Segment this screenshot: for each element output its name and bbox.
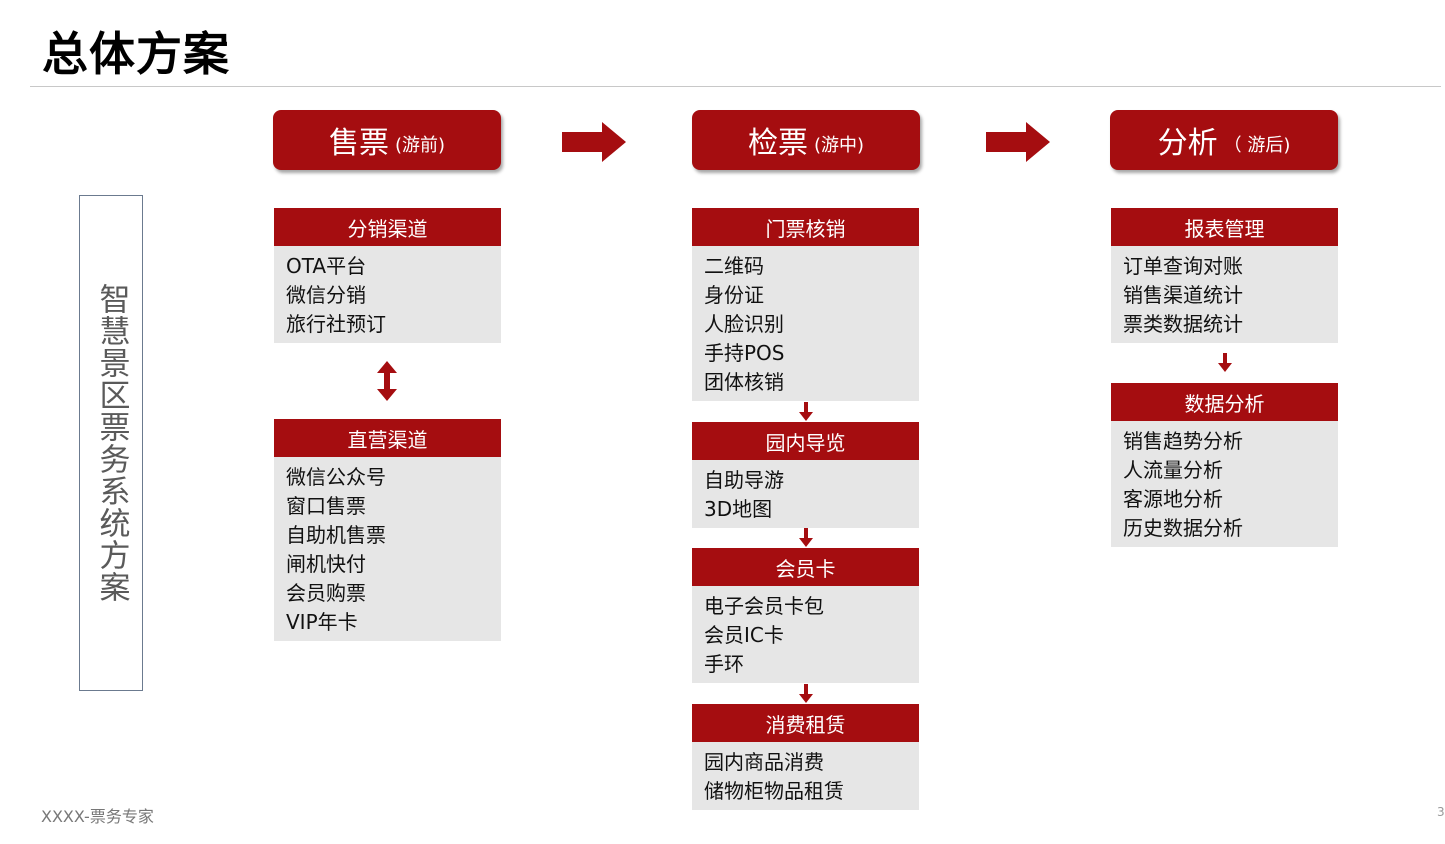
list-item: 销售趋势分析 bbox=[1123, 429, 1243, 453]
list-item: 储物柜物品租赁 bbox=[704, 779, 844, 803]
list-item: 团体核销 bbox=[704, 370, 784, 394]
list-item: 旅行社预订 bbox=[286, 312, 386, 336]
list-item: 人脸识别 bbox=[704, 312, 784, 336]
list-item: 窗口售票 bbox=[286, 494, 366, 518]
stage-checkin-title: 检票 bbox=[747, 126, 808, 161]
card-park-guide: 园内导览 自助导游 3D地图 bbox=[692, 422, 919, 528]
list-item: 自助导游 bbox=[704, 468, 784, 492]
card-distribution-channels: 分销渠道 OTA平台 微信分销 旅行社预订 bbox=[274, 208, 501, 343]
right-arrow-icon bbox=[986, 122, 1050, 162]
stage-checkin: 检票 (游中) bbox=[692, 110, 920, 170]
list-item: VIP年卡 bbox=[286, 610, 358, 634]
footer-text: XXXX-票务专家 bbox=[41, 807, 154, 826]
list-item: 3D地图 bbox=[704, 497, 773, 521]
list-item: 手环 bbox=[704, 652, 744, 676]
list-item: 二维码 bbox=[704, 254, 764, 278]
list-item: 园内商品消费 bbox=[704, 750, 824, 774]
stage-presale-title: 售票 bbox=[328, 126, 389, 161]
card-header: 报表管理 bbox=[1111, 208, 1338, 246]
list-item: OTA平台 bbox=[286, 254, 367, 278]
stage-analysis-sub: （ 游后) bbox=[1223, 135, 1291, 156]
card-header: 直营渠道 bbox=[274, 419, 501, 457]
stage-analysis: 分析 （ 游后) bbox=[1110, 110, 1338, 170]
down-arrow-icon bbox=[799, 684, 813, 703]
page-number: 3 bbox=[1437, 805, 1445, 819]
list-item: 身份证 bbox=[704, 283, 764, 307]
stage-checkin-sub: (游中) bbox=[813, 135, 865, 156]
page-title: 总体方案 bbox=[42, 27, 230, 81]
down-arrow-icon bbox=[799, 402, 813, 421]
list-item: 订单查询对账 bbox=[1123, 254, 1243, 278]
stage-analysis-title: 分析 bbox=[1157, 126, 1218, 161]
side-label: 智慧景区票务系统方案 bbox=[93, 283, 130, 603]
card-header: 分销渠道 bbox=[274, 208, 501, 246]
card-membership: 会员卡 电子会员卡包 会员IC卡 手环 bbox=[692, 548, 919, 683]
card-direct-channels: 直营渠道 微信公众号 窗口售票 自助机售票 闸机快付 会员购票 VIP年卡 bbox=[274, 419, 501, 641]
card-header: 消费租赁 bbox=[692, 704, 919, 742]
card-header: 会员卡 bbox=[692, 548, 919, 586]
list-item: 微信分销 bbox=[286, 283, 366, 307]
list-item: 自助机售票 bbox=[286, 523, 386, 547]
right-arrow-icon bbox=[562, 122, 626, 162]
double-arrow-icon bbox=[377, 361, 397, 401]
list-item: 客源地分析 bbox=[1123, 487, 1223, 511]
title-divider bbox=[30, 86, 1441, 87]
card-consumption-rental: 消费租赁 园内商品消费 储物柜物品租赁 bbox=[692, 704, 919, 810]
card-header: 门票核销 bbox=[692, 208, 919, 246]
card-header: 数据分析 bbox=[1111, 383, 1338, 421]
card-ticket-verification: 门票核销 二维码 身份证 人脸识别 手持POS 团体核销 bbox=[692, 208, 919, 401]
card-header: 园内导览 bbox=[692, 422, 919, 460]
down-arrow-icon bbox=[799, 528, 813, 547]
list-item: 闸机快付 bbox=[286, 552, 366, 576]
list-item: 电子会员卡包 bbox=[704, 594, 824, 618]
card-report-management: 报表管理 订单查询对账 销售渠道统计 票类数据统计 bbox=[1111, 208, 1338, 343]
list-item: 手持POS bbox=[704, 341, 785, 365]
list-item: 人流量分析 bbox=[1123, 458, 1223, 482]
down-arrow-icon bbox=[1218, 353, 1232, 372]
list-item: 销售渠道统计 bbox=[1123, 283, 1243, 307]
list-item: 微信公众号 bbox=[286, 465, 386, 489]
list-item: 会员IC卡 bbox=[704, 623, 784, 647]
stage-presale-sub: (游前) bbox=[394, 135, 446, 156]
list-item: 会员购票 bbox=[286, 581, 366, 605]
list-item: 历史数据分析 bbox=[1123, 516, 1243, 540]
card-data-analysis: 数据分析 销售趋势分析 人流量分析 客源地分析 历史数据分析 bbox=[1111, 383, 1338, 547]
side-label-box: 智慧景区票务系统方案 bbox=[79, 195, 143, 691]
list-item: 票类数据统计 bbox=[1123, 312, 1243, 336]
stage-presale: 售票 (游前) bbox=[273, 110, 501, 170]
